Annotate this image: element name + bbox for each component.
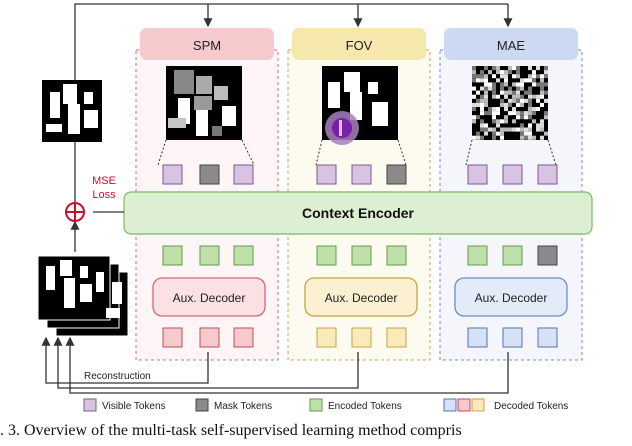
legend-decoded-label: Decoded Tokens: [494, 401, 568, 412]
spm-encoded-tokens: [162, 245, 254, 266]
mse-label: MSE: [92, 175, 116, 187]
mae-header: [444, 28, 578, 60]
fov-aux-decoder: [304, 277, 418, 317]
fov-decoded-tokens: [316, 327, 407, 348]
reconstruction-stack: [37, 255, 129, 337]
input-image: [42, 80, 102, 142]
mae-reconstruction-line: [65, 336, 509, 394]
spm-input-tokens: [162, 164, 254, 185]
fov-encoded-tokens: [316, 245, 407, 266]
legend-mask-label: Mask Tokens: [214, 401, 272, 412]
encoder-label: Context Encoder: [302, 205, 415, 221]
fov-image: [322, 66, 398, 145]
spm-aux-decoder: [152, 277, 266, 317]
legend-decoded-swatch-yellow: [471, 398, 485, 412]
loss-label: Loss: [92, 189, 116, 201]
legend-encoded-swatch: [309, 398, 323, 412]
legend: Visible Tokens Mask Tokens Encoded Token…: [83, 398, 568, 412]
fov-header: [292, 28, 426, 60]
spm-label: SPM: [193, 38, 221, 53]
mae-input-tokens: [467, 164, 558, 185]
mae-label: MAE: [497, 38, 526, 53]
spm-decoder-label: Aux. Decoder: [173, 291, 246, 305]
mae-decoder-label: Aux. Decoder: [475, 291, 548, 305]
fov-input-tokens: [316, 164, 407, 185]
mae-decoded-tokens: [467, 327, 558, 348]
fov-label: FOV: [346, 38, 373, 53]
context-encoder: [123, 191, 593, 235]
legend-visible-label: Visible Tokens: [102, 401, 166, 412]
mae-noise: [472, 66, 548, 140]
fov-decoder-label: Aux. Decoder: [325, 291, 398, 305]
mae-encoded-tokens: [467, 245, 558, 266]
spm-reconstruction-line: [41, 336, 209, 384]
diagram: SPM FOV MAE MSE Loss R: [37, 3, 593, 412]
spm-decoded-tokens: [162, 327, 254, 348]
legend-mask-swatch: [195, 398, 209, 412]
legend-visible-swatch: [83, 398, 97, 412]
fov-reconstruction-line: [53, 336, 359, 389]
top-feed-line: [74, 3, 508, 80]
spm-header: [140, 28, 274, 60]
reconstruction-label: Reconstruction: [84, 371, 151, 382]
spm-masked-image: [166, 66, 242, 140]
legend-decoded-swatch-red: [457, 398, 471, 412]
figure-caption: . 3. Overview of the multi-task self-sup…: [0, 422, 462, 439]
legend-encoded-label: Encoded Tokens: [328, 401, 402, 412]
legend-decoded-swatch-blue: [443, 398, 457, 412]
mae-aux-decoder: [454, 277, 568, 317]
